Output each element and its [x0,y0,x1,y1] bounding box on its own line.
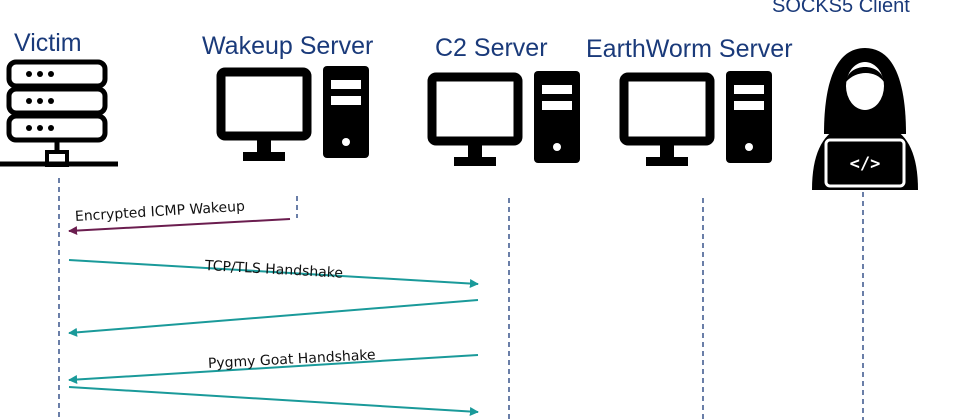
arrow-victim-to-c2 [68,386,479,416]
arrow-tcp-tls-handshake [68,259,479,289]
server-rack-icon [0,59,118,167]
arrow-pygmy-goat-handshake [68,354,479,384]
message-arrows [68,218,479,416]
participant-label-socks5-client: SOCKS5 Client [772,0,910,17]
desktop-computer-icon [619,71,772,166]
desktop-computer-icon [216,66,369,161]
lifelines [58,178,864,420]
participant-label-wakeup-server: Wakeup Server [202,32,374,60]
participant-label-earthworm-server: EarthWorm Server [586,35,793,63]
participant-label-c2-server: C2 Server [435,34,548,62]
arrow-encrypted-icmp-wakeup [68,218,291,236]
code-glyph: </> [850,154,881,174]
participant-label-victim: Victim [14,29,82,57]
desktop-computer-icon [427,71,580,166]
hacker-laptop-icon: </> [812,48,918,190]
arrow-c2-to-victim [68,299,479,337]
